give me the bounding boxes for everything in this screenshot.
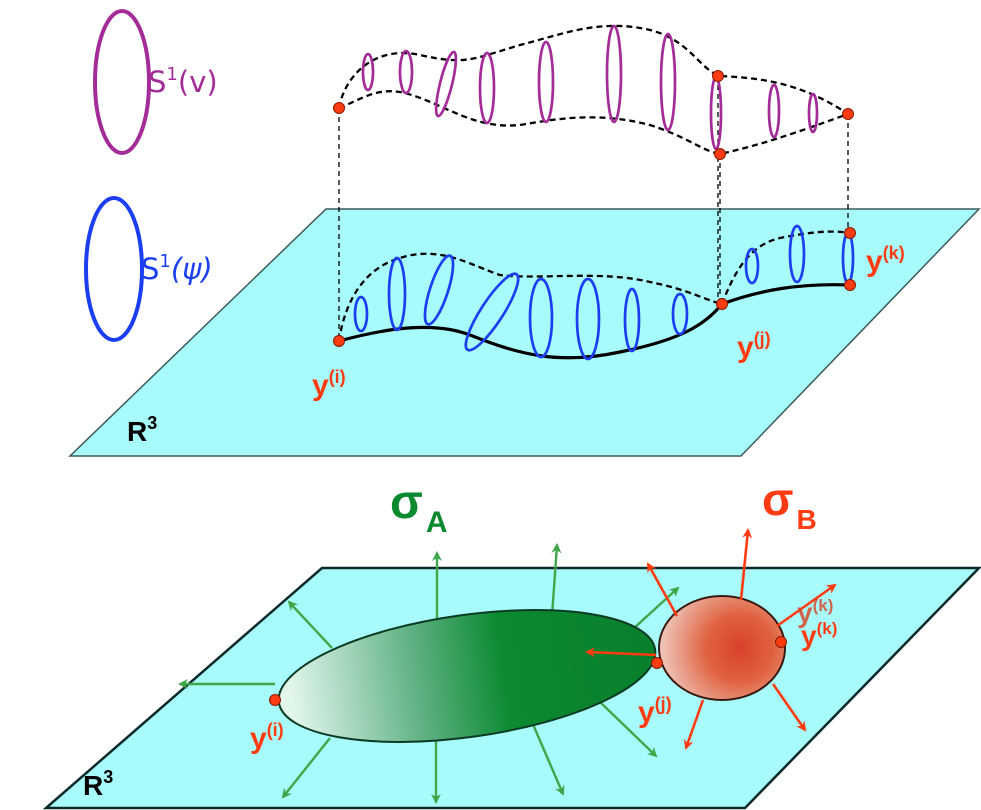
purple-fiber-ellipses [361,24,819,151]
svg-text:S1(v): S1(v) [148,64,218,99]
fiber-psi-sup: 1 [159,251,170,272]
point-upper-i [333,102,345,114]
lower-tube-base-curve [338,283,851,360]
bottom-label-yk-2: y(k) [801,619,837,651]
fiber-psi-arg: (ψ) [171,252,213,286]
point-bottom-i [269,694,281,706]
bottom-label-yj: y(j) [638,694,672,729]
fiber-v-sup: 1 [166,64,177,85]
upper-tube [337,24,849,156]
purple-fiber-icon [93,9,151,155]
bottom-label-yk-1: y(k) [797,596,833,628]
point-upper-k [842,108,854,120]
top-label-yi: y(i) [312,367,346,402]
point-upper-j-top [712,70,724,82]
top-plane-label: R3 [127,413,157,447]
projection-lines [338,76,849,341]
top-red-points [333,70,856,347]
upper-tube-top-edge [337,24,849,115]
top-label-yk: y(k) [866,243,905,278]
svg-text:S1(ψ): S1(ψ) [141,251,213,286]
point-lower-k-top [844,227,856,239]
lower-tube-top-edge [337,252,723,342]
point-bottom-k [775,636,787,648]
point-lower-i [333,335,345,347]
region-b-ellipse [658,595,786,701]
top-label-yj: y(j) [737,329,771,364]
top-plane [68,208,981,457]
point-lower-k-bottom [844,279,856,291]
point-bottom-j [651,657,663,669]
fiber-v-base: S [148,65,166,99]
blue-fiber-icon [84,196,144,342]
upper-tube-bottom-edge [338,90,849,156]
legend-fiber-v: S1(v) [93,9,218,155]
point-upper-j-bottom [714,148,726,160]
red-arrows [585,528,837,750]
bottom-red-points [269,636,787,706]
bottom-plane-label: R3 [83,767,113,801]
legend-fiber-psi: S1(ψ) [84,196,213,342]
fiber-psi-base: S [141,252,159,286]
point-lower-j [716,298,728,310]
bottom-label-yi: y(i) [250,720,284,755]
lower-tube-top-edge-2 [720,230,851,305]
green-arrows [178,543,680,804]
fiber-v-arg: (v) [178,65,218,99]
